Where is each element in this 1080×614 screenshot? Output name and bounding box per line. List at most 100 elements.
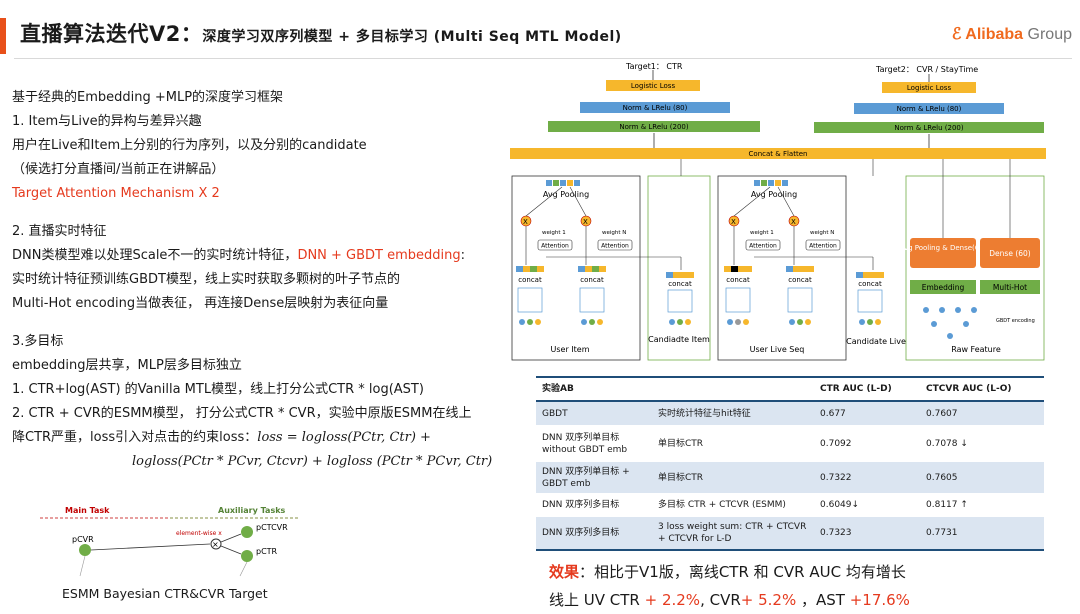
raw-feature-panel — [905, 175, 1045, 361]
title-accent-bar — [0, 18, 6, 54]
main-task-label: Main Task — [65, 506, 110, 515]
esmm-diagram: Main Task Auxiliary Tasks pCVR × element… — [40, 506, 300, 601]
pctcvr-label: pCTCVR — [256, 523, 288, 532]
svg-text:X: X — [583, 218, 588, 226]
aux-tasks-label: Auxiliary Tasks — [218, 506, 286, 515]
svg-text:weight N: weight N — [810, 230, 834, 236]
esmm-caption: ESMM Bayesian CTR&CVR Target — [62, 586, 268, 601]
section3-heading: 3.多目标 — [12, 334, 64, 349]
table-row: DNN 双序列多目标 3 loss weight sum: CTR + CTCV… — [536, 517, 1044, 551]
svg-text:concat: concat — [518, 276, 542, 284]
svg-text:X: X — [523, 218, 528, 226]
section3-line1: embedding层共享，MLP层多目标独立 — [12, 358, 242, 373]
section3-line3: 2. CTR + CVR的ESMM模型， 打分公式CTR * CVR，实验中原版… — [12, 406, 472, 421]
cvr-text: , CVR — [700, 591, 741, 609]
svg-text:Logistic Loss: Logistic Loss — [631, 82, 676, 90]
left-text-column: 基于经典的Embedding +MLP的深度学习框架 1. Item与Live的… — [12, 86, 512, 474]
table-row: DNN 双序列多目标 多目标 CTR + CTCVR (ESMM) 0.6049… — [536, 494, 1044, 517]
svg-text:weight N: weight N — [602, 230, 626, 236]
svg-text:Embedding: Embedding — [922, 283, 965, 292]
page-title: 直播算法迭代V2：深度学习双序列模型 + 多目标学习 (Multi Seq MT… — [20, 18, 622, 48]
svg-text:weight 1: weight 1 — [750, 230, 774, 236]
svg-text:×: × — [212, 540, 219, 549]
pcvr-label: pCVR — [72, 535, 94, 544]
effect-line1: 效果：相比于V1版，离线CTR 和 CVR AUC 均有增长 — [549, 558, 910, 586]
attention-box — [745, 239, 781, 251]
section1-heading: 1. Item与Live的异构与差异兴趣 — [12, 114, 202, 129]
svg-text:X: X — [791, 218, 796, 226]
effect-label: 效果 — [549, 563, 580, 581]
svg-text:Avg Pooling: Avg Pooling — [543, 190, 589, 199]
logo-mark-icon: ℰ — [951, 26, 966, 43]
section2-line1: DNN类模型难以处理Scale不一的实时统计特征，DNN + GBDT embe… — [12, 244, 512, 268]
user-live-panel — [717, 175, 847, 361]
norm80-1 — [580, 102, 730, 113]
logo-brand: Alibaba — [965, 26, 1024, 43]
loss-formula-part2: logloss(PCtr * PCvr, Ctcvr) + logloss (P… — [132, 454, 493, 469]
svg-text:Avg Pooling: Avg Pooling — [751, 190, 797, 199]
attention-box — [597, 239, 633, 251]
svg-text:Concat & Flatten: Concat & Flatten — [749, 150, 808, 158]
title-sub: 深度学习双序列模型 + 多目标学习 (Multi Seq MTL Model) — [202, 29, 622, 45]
embedding-box — [910, 280, 976, 294]
svg-text:concat: concat — [668, 280, 692, 288]
svg-text:concat: concat — [788, 276, 812, 284]
title-main: 直播算法迭代V2： — [20, 22, 203, 46]
section2-line3: Multi-Hot encoding当做表征， 再连接Dense层映射为表征向量 — [12, 296, 389, 311]
alibaba-logo: ℰ Alibaba Group — [952, 24, 1072, 44]
target1-label: Target1： CTR — [625, 62, 683, 71]
svg-text:Logistic Loss: Logistic Loss — [907, 84, 952, 92]
loss-formula-part1: loss = logloss(PCtr, Ctr) + — [257, 430, 431, 445]
multihot-box — [980, 280, 1040, 294]
pctr-node — [241, 550, 253, 562]
pcvr-node — [79, 544, 91, 556]
section2-line2: 实时统计特征预训练GBDT模型，线上实时获取多颗树的叶子节点的 — [12, 272, 400, 287]
avg-dense-box — [910, 238, 976, 268]
svg-text:Norm & LRelu (80): Norm & LRelu (80) — [623, 104, 688, 112]
svg-text:Attention: Attention — [809, 243, 837, 250]
section2-line1a: DNN类模型难以处理Scale不一的实时统计特征， — [12, 248, 298, 263]
svg-text:Norm & LRelu (200): Norm & LRelu (200) — [619, 123, 688, 131]
pctcvr-node — [241, 526, 253, 538]
attention-box — [537, 239, 573, 251]
svg-text:Norm & LRelu (200): Norm & LRelu (200) — [894, 124, 963, 132]
candidate-item-panel — [647, 175, 711, 361]
multiply-node — [210, 538, 222, 550]
architecture-diagram: Target1： CTR Target2： CVR / StayTime Log… — [510, 62, 1046, 361]
svg-text:X: X — [731, 218, 736, 226]
svg-text:concat: concat — [580, 276, 604, 284]
candidate-live-label: Candidate Live — [846, 337, 906, 346]
logistic-loss-1 — [606, 80, 700, 91]
svg-text:Attention: Attention — [601, 243, 629, 250]
logo-group: Group — [1027, 26, 1072, 43]
user-live-label: User Live Seq — [750, 345, 805, 354]
svg-text:Norm & LRelu (80): Norm & LRelu (80) — [897, 105, 962, 113]
table-row: GBDT 实时统计特征与hit特征 0.677 0.7607 — [536, 402, 1044, 426]
user-item-panel — [511, 175, 641, 361]
svg-text:weight 1: weight 1 — [542, 230, 566, 236]
feature-dots — [519, 319, 881, 325]
cvr-gain: + 5.2% — [740, 591, 797, 609]
ast-gain: +17.6% — [849, 591, 910, 609]
ctr-gain: + 2.2% — [644, 591, 701, 609]
loss-intro: 降CTR严重，loss引入对点击的约束loss： — [12, 430, 258, 445]
svg-text:Attention: Attention — [541, 243, 569, 250]
svg-text:concat: concat — [726, 276, 750, 284]
svg-text:Avg Pooling & Dense(60): Avg Pooling & Dense(60) — [900, 244, 987, 252]
ast-text: ，AST — [796, 591, 850, 609]
logistic-loss-2 — [882, 82, 976, 93]
norm200-2 — [814, 122, 1044, 133]
svg-text:GBDT encoding: GBDT encoding — [996, 318, 1035, 324]
norm80-2 — [854, 103, 1004, 114]
section2-heading: 2. 直播实时特征 — [12, 224, 107, 239]
framework-line: 基于经典的Embedding +MLP的深度学习框架 — [12, 90, 284, 105]
section3-line2: 1. CTR+log(AST) 的Vanilla MTL模型，线上打分公式CTR… — [12, 382, 424, 397]
candidate-item-label: Candiadte Item — [648, 335, 710, 344]
svg-text:Multi-Hot: Multi-Hot — [993, 283, 1027, 292]
table-header: 实验AB CTR AUC (L-D) CTCVR AUC (L-O) — [536, 376, 1044, 402]
gbdt-tree — [923, 307, 977, 339]
svg-text:Dense (60): Dense (60) — [989, 249, 1031, 258]
user-item-label: User Item — [551, 345, 590, 354]
results-table: 实验AB CTR AUC (L-D) CTCVR AUC (L-O) GBDT … — [536, 376, 1044, 551]
effect-line2: 线上 UV CTR + 2.2%, CVR+ 5.2% ，AST +17.6% — [549, 586, 910, 614]
